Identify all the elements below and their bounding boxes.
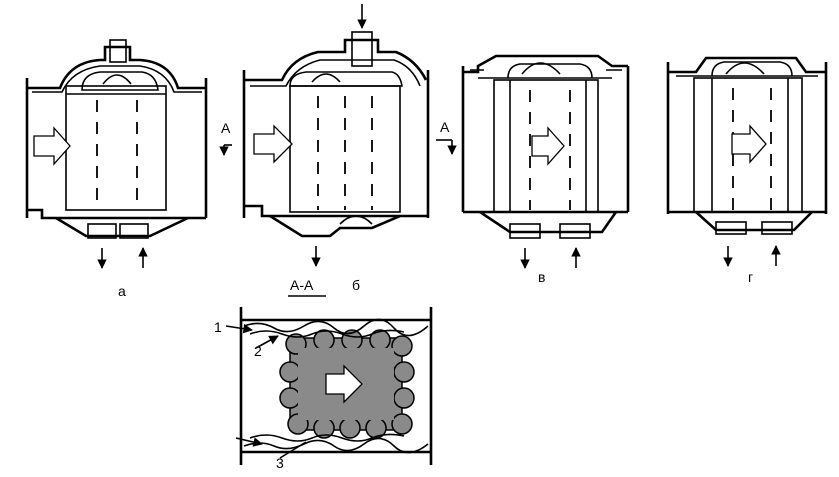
section-aa-detail: [225, 307, 433, 465]
label-fig-b: б: [352, 277, 360, 293]
figure-v-filter: [461, 54, 630, 269]
callout-3: 3: [276, 455, 284, 471]
label-section-a2: А: [440, 119, 450, 135]
label-fig-g: г: [748, 269, 753, 285]
label-fig-a: а: [118, 283, 126, 299]
callout-2: 2: [254, 343, 262, 359]
label-fig-v: в: [538, 269, 545, 285]
section-title: А-А: [290, 277, 314, 293]
figure-b-filter: [242, 4, 430, 267]
section-marker-a2: [436, 139, 457, 155]
label-section-a1: А: [221, 120, 231, 136]
figure-a-filter: [25, 39, 208, 269]
section-marker-a1: [219, 144, 232, 156]
callout-1: 1: [214, 319, 222, 335]
figure-g-filter: [666, 56, 828, 267]
